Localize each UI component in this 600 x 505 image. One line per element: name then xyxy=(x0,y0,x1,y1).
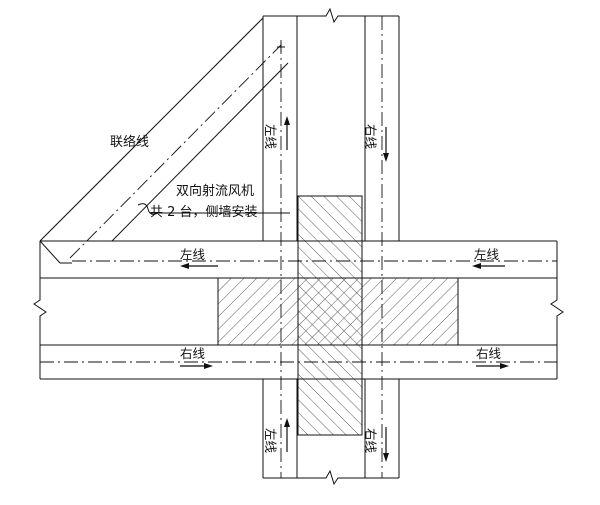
hatch-vertical-lower xyxy=(298,345,362,435)
left-line-vertical-upper-label: 左线 xyxy=(263,124,278,150)
hatch-center-cross xyxy=(298,278,362,345)
left-line-horizontal-right-label: 左线 xyxy=(474,247,500,262)
link-line-label: 联络线 xyxy=(110,134,149,150)
fan-marker xyxy=(137,203,290,215)
hatch-outline-vertical xyxy=(297,195,363,436)
left-line-vertical-lower-label: 左线 xyxy=(263,428,278,454)
labels: 联络线 双向射流风机 共 2 台，侧墙安装 左线 左线 右线 右线 左线 右线 … xyxy=(110,124,502,454)
center-lines xyxy=(40,16,557,478)
tunnel-walls xyxy=(33,7,564,486)
hatched-zones xyxy=(217,195,459,436)
fan-label-line1: 双向射流风机 xyxy=(176,183,254,199)
right-line-horizontal-right-label: 右线 xyxy=(476,346,502,361)
fan-label-line2: 共 2 台，侧墙安装 xyxy=(150,205,258,220)
right-line-vertical-upper-label: 右线 xyxy=(363,124,378,150)
right-line-vertical-lower-label: 右线 xyxy=(363,428,378,454)
left-line-horizontal-left-label: 左线 xyxy=(180,247,206,262)
hatch-vertical-upper xyxy=(298,196,362,278)
direction-arrows xyxy=(180,116,509,462)
right-line-horizontal-left-label: 右线 xyxy=(180,346,206,361)
diagonal-top-tick xyxy=(277,42,285,52)
